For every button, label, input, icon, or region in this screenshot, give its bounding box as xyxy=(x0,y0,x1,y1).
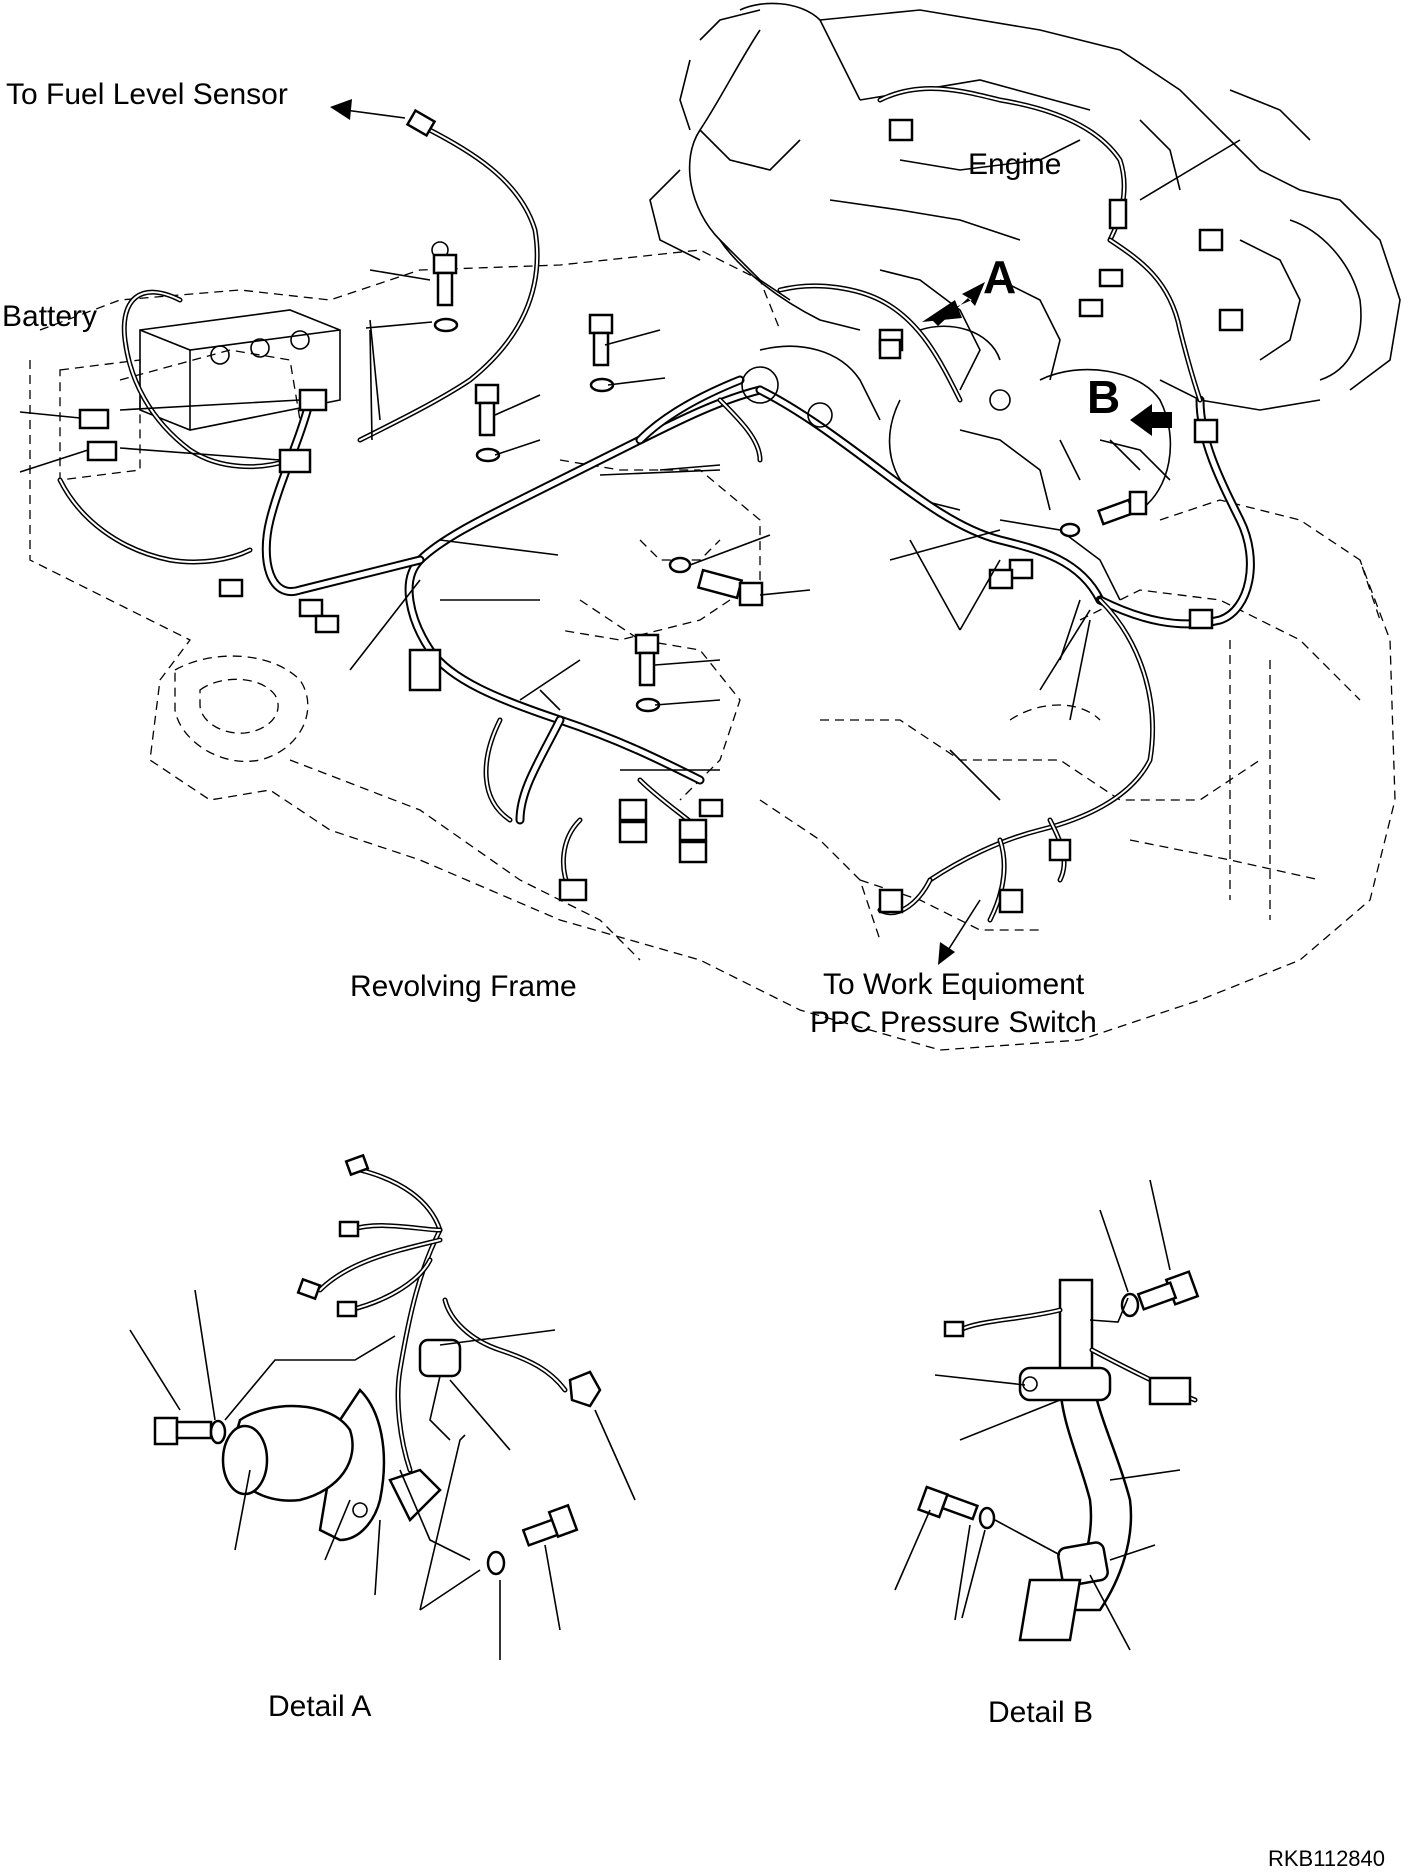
arrow-icon xyxy=(330,99,406,120)
drawing-code: RKB112840 xyxy=(1268,1846,1386,1871)
arrow-icons xyxy=(330,99,1172,965)
work-equipment-label-line1: To Work Equioment xyxy=(823,968,1085,1001)
battery-outline xyxy=(59,309,341,481)
wiring xyxy=(57,85,1203,923)
detail-a-drawing xyxy=(129,1153,636,1660)
grommet-icon xyxy=(221,1388,386,1542)
bolt-icon xyxy=(432,253,458,307)
connector-icon xyxy=(568,1370,602,1408)
bolt-icon xyxy=(474,383,500,437)
engine-label: Engine xyxy=(968,148,1062,181)
arrow-icon xyxy=(938,899,981,965)
work-equipment-label-line2: PPC Pressure Switch xyxy=(810,1006,1097,1039)
washer-icon xyxy=(1120,1292,1140,1318)
marker-b-label: B xyxy=(1087,371,1121,423)
arrow-icon xyxy=(922,282,985,326)
clamp-icon xyxy=(418,1338,462,1378)
revolving-frame-outline xyxy=(29,249,1396,1051)
connector-icon xyxy=(1148,1376,1192,1406)
bolt-icons xyxy=(432,253,1148,713)
revolving-frame-label: Revolving Frame xyxy=(350,970,577,1003)
clamp-icon xyxy=(1018,1366,1112,1402)
detail-b-drawing xyxy=(894,1179,1200,1651)
washer-icon xyxy=(475,447,501,463)
bolt-icon xyxy=(1136,1270,1200,1311)
marker-a-label: A xyxy=(983,251,1017,303)
washer-icon xyxy=(668,556,692,574)
detail-b-label: Detail B xyxy=(988,1696,1094,1729)
detail-a-label: Detail A xyxy=(268,1690,372,1723)
battery-label: Battery xyxy=(2,300,98,333)
engine-outline xyxy=(649,2,1401,601)
washer-icon xyxy=(978,1506,996,1530)
leader-lines xyxy=(19,139,1241,801)
washer-icon xyxy=(433,317,459,333)
washer-icon xyxy=(209,1419,227,1445)
bolt-icon xyxy=(153,1416,213,1446)
connectors xyxy=(78,108,1244,914)
bolt-icon xyxy=(696,568,764,607)
fuel-level-sensor-label: To Fuel Level Sensor xyxy=(6,78,288,111)
bolt-icon xyxy=(1096,490,1148,526)
bolt-icon xyxy=(588,313,614,367)
bolt-icon xyxy=(634,633,660,687)
washer-icon xyxy=(1059,522,1081,538)
bolt-icon xyxy=(521,1503,579,1547)
washer-icon xyxy=(486,1550,506,1576)
arrow-icon xyxy=(1130,404,1172,436)
clamp-icon xyxy=(1057,1541,1109,1587)
